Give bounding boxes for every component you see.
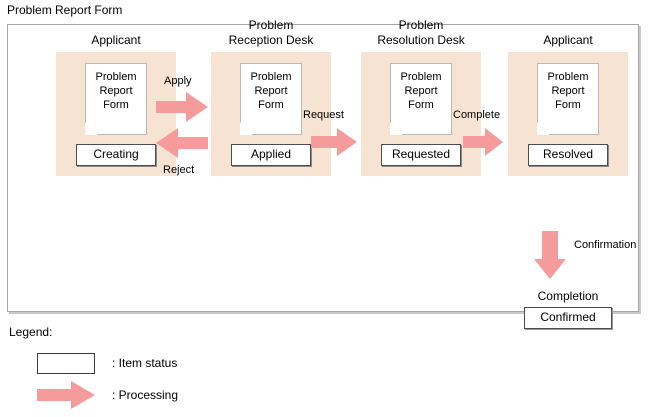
- status-badge-confirmed: Confirmed: [524, 307, 612, 329]
- transition-label-request: Request: [303, 109, 344, 121]
- arrow-reject-left-icon: [156, 128, 208, 158]
- document-label: Problem Report Form: [400, 71, 442, 111]
- swimlane-applicant-creating: Applicant Problem Report Form Creating: [56, 33, 176, 176]
- legend-label-processing: : Processing: [112, 387, 179, 402]
- swimlane-title-problem-reception-desk: Problem Reception Desk: [228, 18, 314, 47]
- swimlane-panel-problem-resolution-desk: Problem Report Form Requested: [361, 52, 481, 176]
- document-icon: Problem Report Form: [537, 63, 599, 135]
- swimlane-title-applicant-creating: Applicant: [91, 33, 141, 47]
- completion-label: Completion: [537, 289, 599, 303]
- transition-label-apply: Apply: [164, 75, 192, 87]
- arrow-confirmation-down-icon: [534, 231, 566, 279]
- document-icon: Problem Report Form: [85, 63, 147, 135]
- arrow-request-right-icon: [311, 128, 357, 156]
- arrow-apply-right-icon: [156, 92, 208, 122]
- arrow-complete-right-icon: [463, 128, 503, 156]
- document-body: [537, 63, 599, 135]
- legend-swatch-arrow: [34, 381, 98, 409]
- status-box-icon: [37, 352, 95, 374]
- page-title: Problem Report Form: [7, 3, 123, 17]
- swimlane-problem-reception-desk: Problem Reception Desk Problem Report Fo…: [211, 18, 331, 176]
- document-body: [390, 63, 452, 135]
- status-badge-requested: Requested: [381, 144, 461, 166]
- swimlane-panel-applicant-creating: Problem Report Form Creating: [56, 52, 176, 176]
- swimlane-panel-problem-reception-desk: Problem Report Form Applied: [211, 52, 331, 176]
- document-body: [85, 63, 147, 135]
- transition-label-reject: Reject: [163, 164, 195, 176]
- legend-swatch-status-box: [34, 352, 98, 374]
- legend-title: Legend:: [9, 325, 53, 339]
- swimlane-title-applicant-resolved: Applicant: [543, 33, 593, 47]
- document-icon: Problem Report Form: [240, 63, 302, 135]
- status-badge-resolved: Resolved: [528, 144, 608, 166]
- status-badge-applied: Applied: [231, 144, 311, 166]
- legend-item-item-status: : Item status: [9, 348, 409, 378]
- document-label: Problem Report Form: [95, 71, 137, 111]
- legend-item-processing: : Processing: [9, 380, 409, 410]
- transition-label-confirmation: Confirmation: [574, 239, 637, 251]
- document-label: Problem Report Form: [250, 71, 292, 111]
- arrow-right-icon: [37, 381, 95, 409]
- document-label: Problem Report Form: [547, 71, 589, 111]
- flow-diagram-frame: Applicant Problem Report Form Creating A…: [7, 18, 639, 329]
- document-icon: Problem Report Form: [390, 63, 452, 135]
- swimlane-title-problem-resolution-desk: Problem Resolution Desk: [377, 18, 465, 47]
- transition-label-complete: Complete: [453, 109, 501, 121]
- legend: Legend: : Item status : Processing: [9, 325, 409, 410]
- swimlane-panel-applicant-resolved: Problem Report Form Resolved: [508, 52, 628, 176]
- status-badge-creating: Creating: [76, 144, 156, 166]
- legend-label-item-status: : Item status: [112, 355, 178, 370]
- swimlane-applicant-resolved: Applicant Problem Report Form Resolved: [508, 33, 628, 176]
- swimlane-problem-resolution-desk: Problem Resolution Desk Problem Report F…: [361, 18, 481, 176]
- document-body: [240, 63, 302, 135]
